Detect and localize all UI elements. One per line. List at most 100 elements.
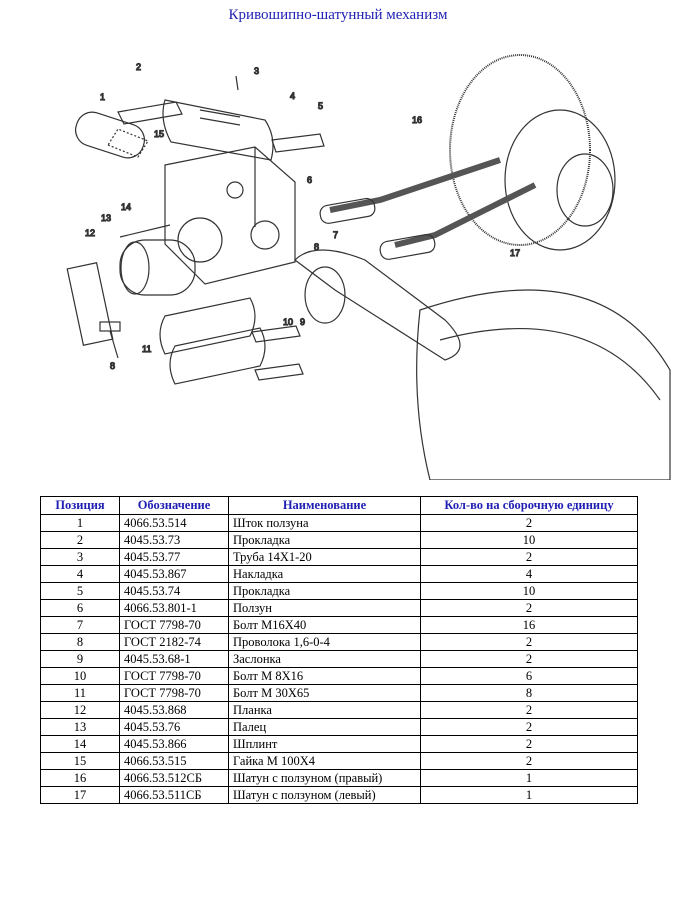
cell-quantity: 2 [420, 599, 638, 617]
callout-label: 1 [100, 92, 105, 102]
part-slider-body [164, 146, 296, 285]
cell-name: Болт М16Х40 [228, 616, 421, 634]
cell-position: 4 [40, 565, 120, 583]
callout-label: 8 [314, 242, 319, 252]
cell-position: 14 [40, 735, 120, 753]
cell-designation: ГОСТ 7798-70 [119, 667, 229, 685]
callout-label: 8 [110, 361, 115, 371]
cell-designation: 4045.53.866 [119, 735, 229, 753]
callout-label: 6 [307, 175, 312, 185]
cell-quantity: 2 [420, 718, 638, 736]
callout-label: 16 [412, 115, 422, 125]
cell-designation: ГОСТ 7798-70 [119, 684, 229, 702]
callout-label: 10 [283, 317, 293, 327]
callout-label: 9 [300, 317, 305, 327]
cell-designation: ГОСТ 2182-74 [119, 633, 229, 651]
cell-position: 2 [40, 531, 120, 549]
cell-designation: 4066.53.514 [119, 514, 229, 532]
part-tube [235, 75, 239, 91]
cell-quantity: 6 [420, 667, 638, 685]
cell-name: Заслонка [228, 650, 421, 668]
callout-label: 15 [154, 129, 164, 139]
cell-position: 15 [40, 752, 120, 770]
cell-position: 13 [40, 718, 120, 736]
callout-label: 14 [121, 202, 131, 212]
cell-quantity: 4 [420, 565, 638, 583]
page-title: Кривошипно-шатунный механизм [228, 7, 448, 23]
cell-name: Шатун с ползуном (левый) [228, 786, 421, 804]
cell-quantity: 1 [420, 769, 638, 787]
exploded-assembly-drawing: 1 2 3 4 5 6 7 8 15 14 13 12 11 8 10 9 16… [0, 40, 676, 480]
callout-label: 13 [101, 213, 111, 223]
part-crank-arm [294, 249, 671, 480]
cell-name: Накладка [228, 565, 421, 583]
cell-quantity: 10 [420, 582, 638, 600]
cell-position: 11 [40, 684, 120, 702]
part-lower-plates [159, 297, 266, 385]
cell-quantity: 10 [420, 531, 638, 549]
callout-label: 7 [333, 230, 338, 240]
header-position: Позиция [40, 496, 120, 515]
cell-name: Планка [228, 701, 421, 719]
callout-label: 12 [85, 228, 95, 238]
part-connecting-rods [319, 157, 537, 260]
cell-position: 3 [40, 548, 120, 566]
cell-designation: 4066.53.511СБ [119, 786, 229, 804]
part-gaskets [117, 101, 325, 381]
cell-position: 5 [40, 582, 120, 600]
cell-quantity: 2 [420, 548, 638, 566]
header-quantity: Кол-во на сборочную единицу [420, 496, 638, 515]
callout-label: 17 [510, 248, 520, 258]
cell-quantity: 8 [420, 684, 638, 702]
part-cover-plate [162, 99, 274, 161]
cell-quantity: 2 [420, 650, 638, 668]
cell-name: Прокладка [228, 582, 421, 600]
cell-name: Шток ползуна [228, 514, 421, 532]
cell-name: Ползун [228, 599, 421, 617]
cell-name: Шплинт [228, 735, 421, 753]
cell-name: Гайка М 100Х4 [228, 752, 421, 770]
part-pin [119, 239, 196, 296]
cell-name: Палец [228, 718, 421, 736]
callout-label: 11 [142, 344, 151, 354]
cell-quantity: 16 [420, 616, 638, 634]
part-main-gear [449, 54, 616, 251]
drawing-canvas: 1 2 3 4 5 6 7 8 15 14 13 12 11 8 10 9 16… [66, 54, 671, 480]
cell-designation: 4045.53.68-1 [119, 650, 229, 668]
cell-designation: 4045.53.77 [119, 548, 229, 566]
cell-position: 16 [40, 769, 120, 787]
cell-quantity: 2 [420, 701, 638, 719]
parts-table: Позиция Обозначение Наименование Кол-во … [40, 496, 638, 804]
cell-designation: 4045.53.74 [119, 582, 229, 600]
cell-position: 17 [40, 786, 120, 804]
cell-designation: 4045.53.867 [119, 565, 229, 583]
cell-quantity: 2 [420, 514, 638, 532]
cell-position: 7 [40, 616, 120, 634]
part-bolt-m30 [99, 321, 121, 359]
cell-position: 6 [40, 599, 120, 617]
cell-designation: 4066.53.801-1 [119, 599, 229, 617]
cell-designation: 4045.53.76 [119, 718, 229, 736]
cell-position: 1 [40, 514, 120, 532]
cell-designation: 4045.53.73 [119, 531, 229, 549]
part-bar [66, 262, 114, 346]
cell-quantity: 1 [420, 786, 638, 804]
callout-label: 4 [290, 91, 295, 101]
callout-label: 2 [136, 62, 141, 72]
cell-name: Труба 14Х1-20 [228, 548, 421, 566]
cell-name: Шатун с ползуном (правый) [228, 769, 421, 787]
cell-quantity: 2 [420, 633, 638, 651]
callout-labels: 1 2 3 4 5 6 7 8 15 14 13 12 11 8 10 9 16… [84, 61, 520, 371]
cell-name: Проволока 1,6-0-4 [228, 633, 421, 651]
cell-quantity: 2 [420, 735, 638, 753]
